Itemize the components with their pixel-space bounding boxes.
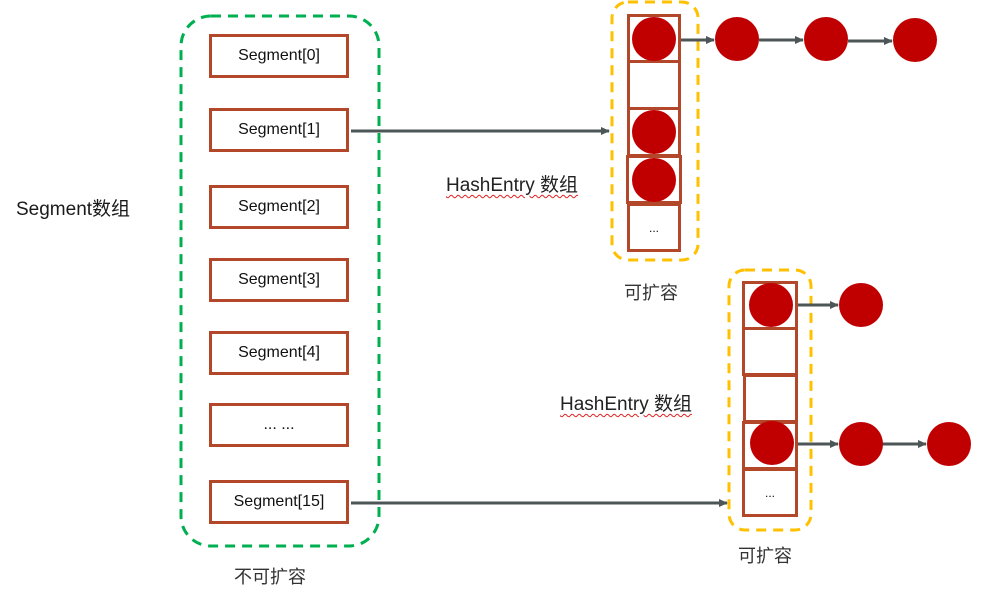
- segment-box: Segment[3]: [209, 258, 349, 302]
- hashentry-caption-2: 可扩容: [738, 546, 792, 566]
- segment-box: Segment[4]: [209, 331, 349, 375]
- hashentry-caption-1: 可扩容: [624, 283, 678, 303]
- hashentry-label-1: HashEntry 数组: [446, 175, 578, 196]
- hash-cell: [743, 374, 798, 423]
- hash-cell: [627, 60, 681, 110]
- hashentry-table-2-frame: [727, 268, 813, 532]
- segment-array-title: Segment数组: [16, 199, 131, 220]
- hash-entry-node: [804, 17, 848, 61]
- hash-entry-node: [893, 18, 937, 62]
- segment-box-ellipsis: ... ...: [209, 403, 349, 447]
- segment-box: Segment[0]: [209, 34, 349, 78]
- segment-box: Segment[1]: [209, 108, 349, 152]
- hash-entry-node: [632, 158, 676, 202]
- hashentry-table-1-frame: [610, 0, 700, 262]
- hash-entry-node: [927, 422, 971, 466]
- hash-cell: [742, 327, 798, 376]
- hash-entry-node: [715, 17, 759, 61]
- segment-array-caption: 不可扩容: [234, 567, 306, 587]
- segment-box: Segment[15]: [209, 480, 349, 524]
- segment-array-frame: [179, 14, 381, 548]
- hash-entry-node: [839, 283, 883, 327]
- segment-box: Segment[2]: [209, 185, 349, 229]
- hash-cell-ellipsis: ...: [627, 203, 681, 252]
- hashentry-label-2: HashEntry 数组: [560, 394, 692, 415]
- hash-entry-node: [749, 283, 793, 327]
- hash-entry-node: [750, 421, 794, 465]
- hash-entry-node: [632, 110, 676, 154]
- hash-cell-ellipsis: ...: [742, 468, 798, 517]
- hash-entry-node: [632, 17, 676, 61]
- hash-entry-node: [839, 422, 883, 466]
